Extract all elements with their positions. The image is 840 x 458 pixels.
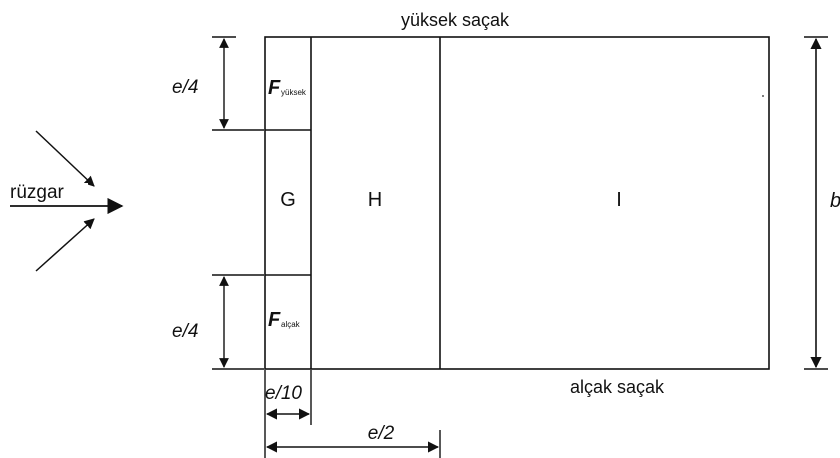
zone-f-high-main: F — [268, 77, 281, 99]
dim-top-e4-label: e/4 — [172, 77, 198, 98]
dim-b-label: b — [830, 190, 840, 212]
wind-arrow-upper — [35, 130, 95, 187]
stray-mark — [762, 95, 764, 97]
dim-e2-label: e/2 — [368, 423, 395, 444]
wind-label-bg — [10, 183, 88, 203]
zone-f-low-main: F — [268, 309, 281, 331]
zone-h-label: H — [368, 189, 382, 211]
roof-outline — [264, 36, 770, 370]
zone-f-low-sub: alçak — [281, 320, 301, 329]
zone-g-label: G — [280, 189, 296, 211]
dim-bottom-e4-label: e/4 — [172, 321, 198, 342]
dim-e10-label: e/10 — [265, 383, 302, 404]
wind-label: rüzgar — [10, 182, 65, 203]
wind-arrow-lower — [35, 218, 95, 272]
zone-f-high-sub: yüksek — [281, 88, 307, 97]
zone-i-label: I — [616, 189, 622, 211]
high-eave-label: yüksek saçak — [401, 10, 510, 30]
low-eave-label: alçak saçak — [570, 377, 665, 397]
